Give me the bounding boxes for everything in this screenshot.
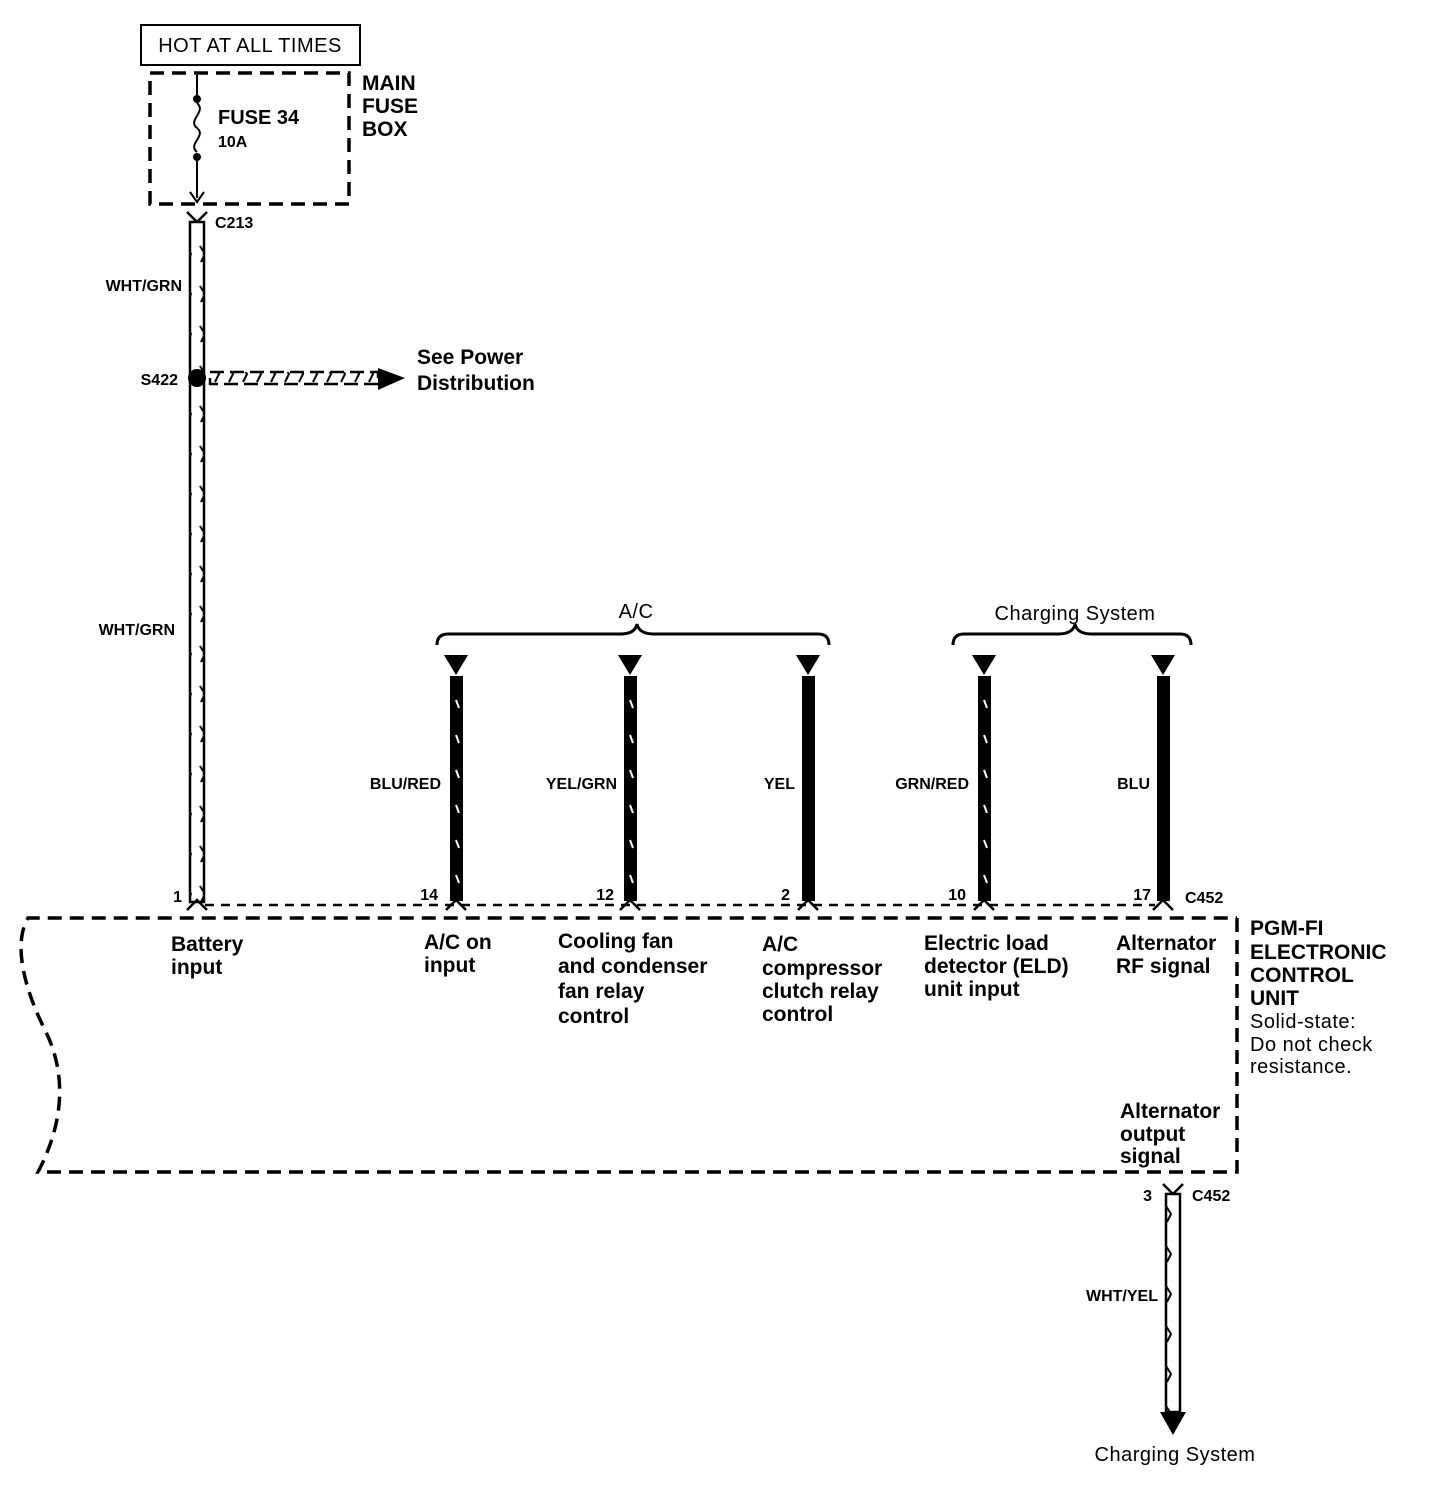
splice-s422: S422 See Power Distribution — [141, 346, 535, 395]
connector-arrow-down-icon — [618, 655, 642, 675]
pin-number-10: 10 — [948, 887, 966, 904]
fuse-name: FUSE 34 — [218, 107, 300, 129]
wire-pin-17: BLU — [1117, 655, 1175, 901]
ac-group-label: A/C — [619, 601, 654, 623]
pin-10-desc-line1: Electric load — [924, 932, 1049, 955]
pin-1-desc-line1: Battery — [171, 933, 244, 956]
ecu-label: PGM-FI ELECTRONIC CONTROL UNIT Solid-sta… — [1250, 917, 1387, 1078]
wire-pin-10: GRN/RED — [895, 655, 996, 901]
charging-group-brace: Charging System — [951, 603, 1193, 646]
wire-color-pin-17: BLU — [1117, 776, 1150, 793]
connector-arrow-down-icon — [796, 655, 820, 675]
wire-color-pin-14: BLU/RED — [370, 776, 441, 793]
ecu-note-line2: Do not check — [1250, 1034, 1373, 1056]
wire-pin-14: BLU/RED — [370, 655, 468, 901]
output-pin-desc-line3: signal — [1120, 1145, 1181, 1168]
ac-group-brace: A/C — [435, 601, 831, 646]
pin-number-2: 2 — [781, 887, 790, 904]
wire-pin-12: YEL/GRN — [546, 655, 642, 901]
ecu-boundary — [19, 916, 1239, 1174]
pin-2-desc-line1: A/C — [762, 933, 798, 956]
connector-c452-bottom-label: C452 — [1192, 1188, 1230, 1205]
pin-12-desc-line4: control — [558, 1005, 629, 1028]
pin-2-desc-line2: compressor — [762, 957, 882, 980]
pin-17-desc-line1: Alternator — [1116, 932, 1216, 955]
fuse-rating: 10A — [218, 134, 248, 151]
pin-10-desc-line3: unit input — [924, 978, 1020, 1001]
pin-17-desc-line2: RF signal — [1116, 955, 1211, 978]
main-fuse-box: MAIN FUSE BOX FUSE 34 10A — [148, 71, 418, 206]
ecu-name-line3: CONTROL — [1250, 964, 1354, 987]
pin-14-desc-line2: input — [424, 954, 475, 977]
main-power-wire: WHT/GRN WHT/GRN — [99, 220, 206, 904]
connector-c452-top-label: C452 — [1185, 890, 1223, 907]
charging-system-target: Charging System — [1095, 1444, 1256, 1466]
connector-c213-label: C213 — [215, 215, 253, 232]
output-pin-desc-line1: Alternator — [1120, 1100, 1220, 1123]
ecu-note-line1: Solid-state: — [1250, 1011, 1356, 1033]
pin-2-desc-line4: control — [762, 1003, 833, 1026]
ecu-note-line3: resistance. — [1250, 1056, 1352, 1078]
hot-at-all-times-box: HOT AT ALL TIMES — [140, 24, 361, 66]
pin-number-17: 17 — [1133, 887, 1151, 904]
main-fuse-box-label-line2: FUSE — [362, 95, 418, 118]
power-distribution-note-line1: See Power — [417, 346, 523, 369]
output-pin-desc-line2: output — [1120, 1123, 1185, 1146]
wire-color-pin-12: YEL/GRN — [546, 776, 617, 793]
fuse-icon — [189, 75, 205, 204]
pin-12-desc-line3: fan relay — [558, 980, 645, 1003]
arrow-down-icon — [1160, 1412, 1186, 1435]
pin-number-12: 12 — [596, 887, 614, 904]
pin-number-14: 14 — [420, 887, 438, 904]
charging-group-label: Charging System — [995, 603, 1156, 625]
pin-12-desc-line2: and condenser — [558, 955, 707, 978]
pin-descriptions: Battery input A/C on input Cooling fan a… — [171, 930, 1216, 1028]
connector-arrow-down-icon — [972, 655, 996, 675]
pin-14-desc-line1: A/C on — [424, 931, 492, 954]
pin-number-1: 1 — [173, 889, 182, 906]
connector-c452-bottom: 3 C452 — [1143, 1183, 1230, 1205]
connector-arrow-down-icon — [1151, 655, 1175, 675]
wire-color-pin-10: GRN/RED — [895, 776, 969, 793]
main-wire-color-lower: WHT/GRN — [99, 622, 175, 639]
pin-2-desc-line3: clutch relay — [762, 980, 879, 1003]
wire-color-pin-2: YEL — [764, 776, 795, 793]
connector-c452-top: 1 14 12 2 10 17 C452 — [173, 887, 1223, 911]
wire-pin-2: YEL — [764, 655, 820, 901]
power-distribution-note-line2: Distribution — [417, 372, 535, 395]
pin-10-desc-line2: detector (ELD) — [924, 955, 1069, 978]
output-pin-number: 3 — [1143, 1188, 1152, 1205]
pin-1-desc-line2: input — [171, 956, 222, 979]
output-wire-color: WHT/YEL — [1086, 1288, 1158, 1305]
output-wire: WHT/YEL Charging System — [1086, 1192, 1256, 1466]
main-fuse-box-label-line1: MAIN — [362, 72, 416, 95]
splice-s422-label: S422 — [141, 372, 178, 389]
main-wire-color-upper: WHT/GRN — [106, 278, 182, 295]
main-fuse-box-label-line3: BOX — [362, 118, 408, 141]
arrow-right-icon — [378, 368, 405, 390]
connector-arrow-down-icon — [444, 655, 468, 675]
hot-at-all-times-label: HOT AT ALL TIMES — [158, 35, 342, 57]
ecu-name-line1: PGM-FI — [1250, 917, 1324, 940]
pin-12-desc-line1: Cooling fan — [558, 930, 673, 953]
ecu-name-line4: UNIT — [1250, 987, 1299, 1010]
output-pin-desc: Alternator output signal — [1120, 1100, 1220, 1168]
ecu-name-line2: ELECTRONIC — [1250, 941, 1387, 964]
